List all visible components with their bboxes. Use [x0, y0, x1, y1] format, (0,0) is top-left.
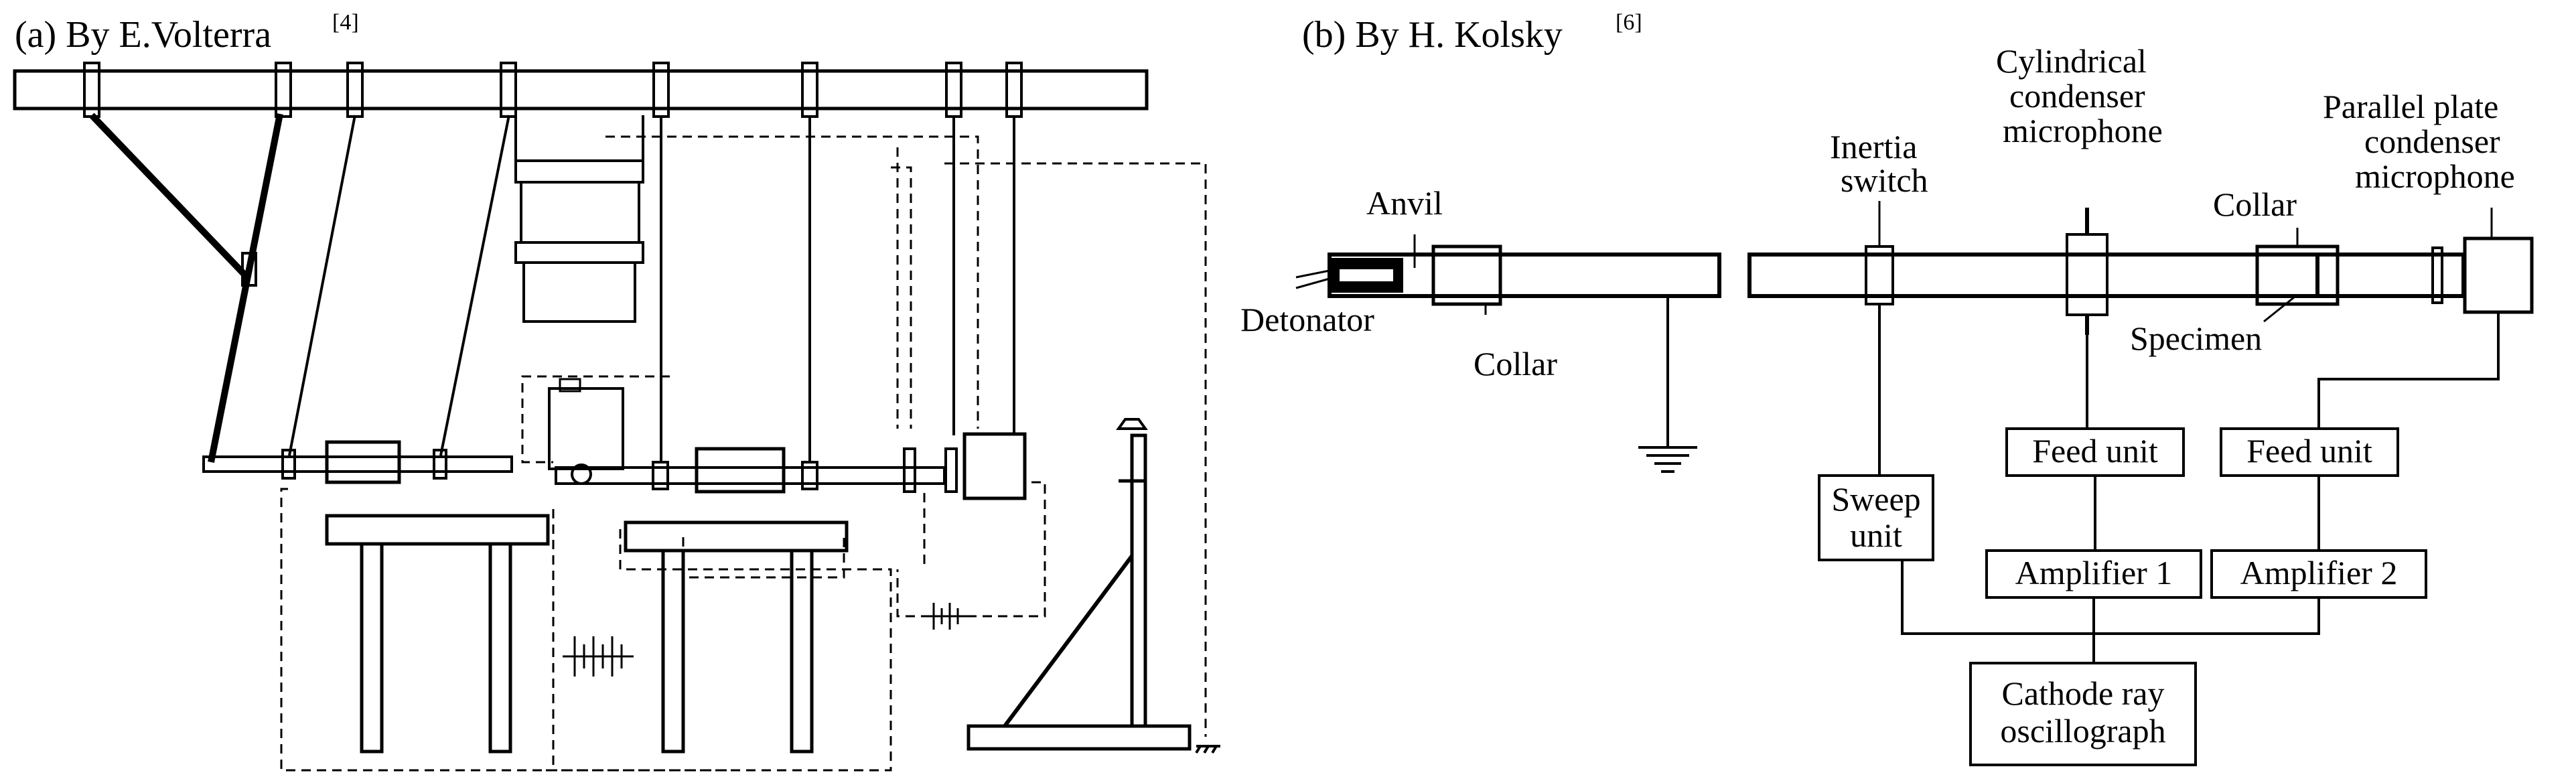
amplifier-2: Amplifier 2	[2210, 549, 2427, 599]
label-cylindrical-2: condenser	[2009, 77, 2145, 115]
label-inertia-2: switch	[1841, 161, 1928, 199]
panel-a-caption: (a) By E.Volterra	[15, 14, 271, 56]
label-collar-right: Collar	[2213, 186, 2297, 223]
cylindrical-microphone	[2066, 233, 2108, 316]
suspension-wires	[288, 115, 1015, 462]
label-parallel-3: microphone	[2355, 157, 2515, 195]
amplifier-1-label: Amplifier 1	[2015, 554, 2173, 591]
panel-b-apparatus: (b) By H. Kolsky [6]	[1240, 10, 2534, 766]
cathode-ray-oscillograph: Cathode ray oscillograph	[1969, 662, 2197, 766]
oscillograph-label-1: Cathode ray	[2002, 674, 2165, 712]
label-parallel-1: Parallel plate	[2323, 88, 2498, 125]
label-inertia-1: Inertia	[1830, 128, 1917, 165]
oscillograph-label-2: oscillograph	[2000, 712, 2165, 750]
label-specimen: Specimen	[2130, 319, 2262, 357]
dashed-wiring	[280, 135, 1207, 772]
panel-b-caption: (b) By H. Kolsky	[1302, 14, 1563, 56]
table-right	[624, 520, 849, 754]
label-anvil: Anvil	[1366, 184, 1443, 222]
hanging-drum	[514, 115, 644, 323]
connection-wires	[1878, 304, 2500, 663]
sweep-unit-label-2: unit	[1850, 516, 1902, 554]
feed-unit-1-label: Feed unit	[2032, 432, 2158, 470]
amplifier-2-label: Amplifier 2	[2240, 554, 2398, 591]
panel-a-reference: [4]	[332, 10, 359, 35]
label-collar-left: Collar	[1474, 345, 1557, 382]
feed-unit-1: Feed unit	[2005, 427, 2185, 477]
panel-b-reference: [6]	[1616, 10, 1642, 35]
ground-symbol-b	[1638, 446, 1697, 473]
amplifier-1: Amplifier 1	[1985, 549, 2202, 599]
label-parallel-2: condenser	[2364, 123, 2500, 160]
sweep-unit: Sweep unit	[1818, 474, 1934, 561]
electrical-box	[548, 387, 624, 470]
label-cylindrical-1: Cylindrical	[1996, 42, 2147, 80]
feed-unit-2: Feed unit	[2220, 427, 2399, 477]
right-stand	[967, 418, 1192, 751]
battery-right	[924, 603, 967, 630]
overhead-beam	[13, 69, 1149, 111]
leader-lines	[1413, 201, 2493, 323]
right-block	[962, 432, 1027, 500]
label-cylindrical-3: microphone	[2003, 112, 2163, 149]
feed-unit-2-label: Feed unit	[2246, 432, 2372, 470]
ground-symbol-a	[1195, 745, 1220, 754]
parallel-plate-microphone	[2463, 236, 2534, 314]
battery-left	[563, 636, 634, 677]
middle-block	[695, 447, 786, 494]
table-left	[325, 514, 550, 754]
panel-a-apparatus: (a) By E.Volterra [4]	[13, 10, 1220, 772]
label-detonator: Detonator	[1240, 301, 1374, 338]
left-block	[325, 440, 401, 484]
left-collar	[1431, 244, 1502, 306]
sweep-unit-label-1: Sweep	[1831, 480, 1920, 518]
